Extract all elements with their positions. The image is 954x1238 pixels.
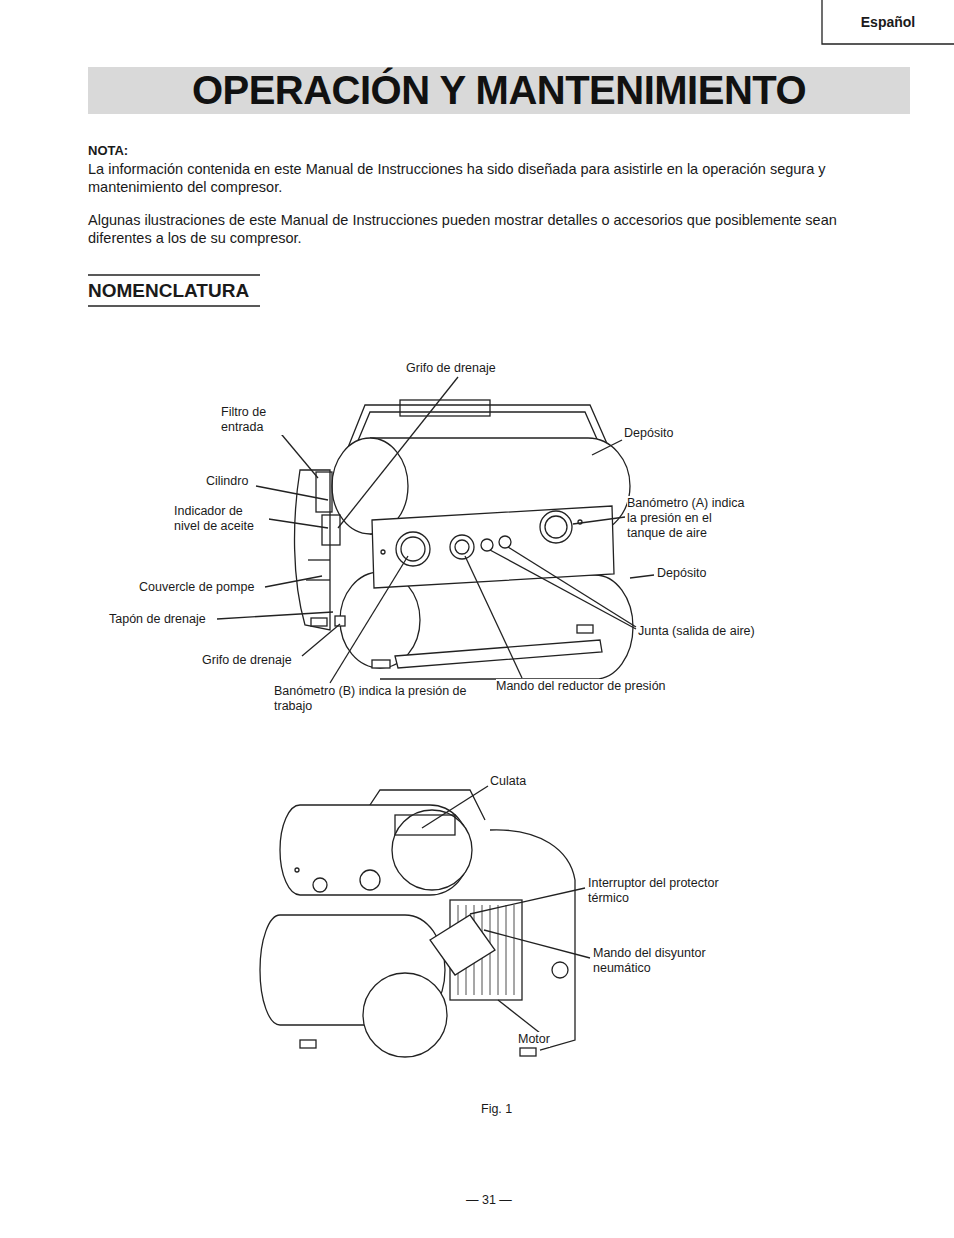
part-label: Indicador de nivel de aceite [174, 504, 269, 534]
part-label: Grifo de drenaje [202, 653, 292, 668]
part-label: Tapón de drenaje [109, 612, 206, 627]
tab-label: Español [861, 14, 915, 30]
page-title: OPERACIÓN Y MANTENIMIENTO [88, 67, 910, 114]
figure-caption: Fig. 1 [481, 1102, 512, 1117]
section-heading: NOMENCLATURA [88, 279, 249, 302]
note-text: La información contenida en este Manual … [88, 160, 878, 196]
part-label: Cilindro [206, 474, 248, 489]
part-label: Mando del disyuntor neumático [593, 946, 721, 976]
part-label: Culata [490, 774, 526, 789]
note-text: Algunas ilustraciones de este Manual de … [88, 211, 878, 247]
part-label: Banómetro (A) indica la presión en el ta… [627, 496, 752, 541]
page-number: — 31 — [466, 1193, 512, 1208]
part-label: Depósito [624, 426, 673, 441]
part-label: Motor [518, 1032, 550, 1047]
part-label: Mando del reductor de presión [496, 679, 666, 694]
part-label: Junta (salida de aire) [638, 624, 755, 639]
part-label: Banómetro (B) indica la presión de traba… [274, 684, 474, 714]
language-tab: Español [822, 0, 954, 44]
part-label: Filtro de entrada [221, 405, 291, 435]
note-heading: NOTA: [88, 143, 128, 158]
part-label: Couvercle de pompe [139, 580, 254, 595]
part-label: Interruptor del protector térmico [588, 876, 738, 906]
part-label: Depósito [657, 566, 706, 581]
part-label: Grifo de drenaje [406, 361, 496, 376]
